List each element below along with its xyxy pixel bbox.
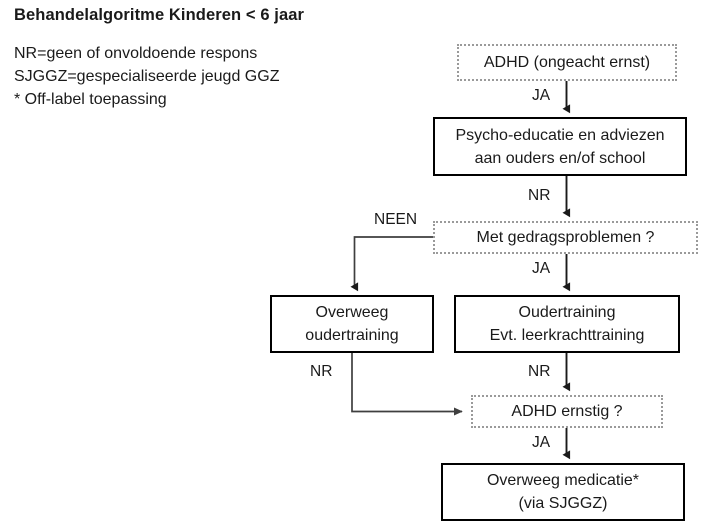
node-adhd-any[interactable]: ADHD (ongeacht ernst) [457, 44, 677, 81]
node-psychoeducation-text: Psycho-educatie en adviezen aan ouders e… [455, 124, 664, 170]
node-parent-training-text: Oudertraining Evt. leerkrachttraining [490, 301, 645, 347]
legend-block: Behandelalgoritme Kinderen < 6 jaar NR=g… [14, 6, 414, 111]
node-consider-medication-text: Overweeg medicatie* (via SJGGZ) [487, 469, 639, 515]
node-consider-parent-training-line2: oudertraining [305, 327, 399, 344]
node-consider-parent-training-text: Overweeg oudertraining [305, 301, 398, 347]
page-title: Behandelalgoritme Kinderen < 6 jaar [14, 6, 305, 24]
edge-label-ja-parent-training: JA [532, 260, 551, 277]
edge-label-nr-consider-parent-training: NR [310, 363, 333, 380]
node-parent-training-line2: Evt. leerkrachttraining [489, 327, 645, 344]
node-adhd-any-label: ADHD (ongeacht ernst) [483, 54, 651, 71]
edge-label-ja-psychoeducation: JA [532, 87, 551, 104]
node-consider-parent-training[interactable]: Overweeg oudertraining [270, 295, 434, 353]
node-psychoeducation-line1: Psycho-educatie en adviezen [455, 126, 665, 144]
edge-label-neen-consider-parent-training: NEEN [374, 211, 418, 228]
legend-note-nr: NR=geen of onvoldoende respons [14, 44, 258, 62]
node-adhd-severe-label: ADHD ernstig ? [511, 403, 623, 420]
edge-behaviour-neen-to-consider-parent-training [350, 236, 433, 292]
node-psychoeducation-line2: aan ouders en/of school [474, 149, 646, 167]
node-behaviour-problems[interactable]: Met gedragsproblemen ? [433, 221, 698, 254]
node-consider-medication-line1: Overweeg medicatie* [486, 472, 640, 489]
node-parent-training-line1: Oudertraining [518, 304, 616, 321]
edge-consider-parent-training-nr-to-adhd-severe [351, 353, 463, 416]
node-consider-medication[interactable]: Overweeg medicatie* (via SJGGZ) [441, 463, 685, 521]
legend-note-offlabel: * Off-label toepassing [14, 90, 167, 108]
edge-label-ja-consider-medication: JA [532, 434, 551, 451]
legend-note-sjggz: SJGGZ=gespecialiseerde jeugd GGZ [14, 67, 280, 85]
node-behaviour-problems-label: Met gedragsproblemen ? [476, 229, 655, 246]
edge-label-nr-behaviour: NR [528, 187, 551, 204]
node-parent-training[interactable]: Oudertraining Evt. leerkrachttraining [454, 295, 680, 353]
node-consider-medication-line2: (via SJGGZ) [518, 495, 608, 512]
node-consider-parent-training-line1: Overweeg [315, 304, 389, 321]
node-adhd-severe[interactable]: ADHD ernstig ? [471, 395, 663, 428]
edge-label-nr-adhd-severe: NR [528, 363, 551, 380]
node-psychoeducation[interactable]: Psycho-educatie en adviezen aan ouders e… [433, 117, 687, 176]
